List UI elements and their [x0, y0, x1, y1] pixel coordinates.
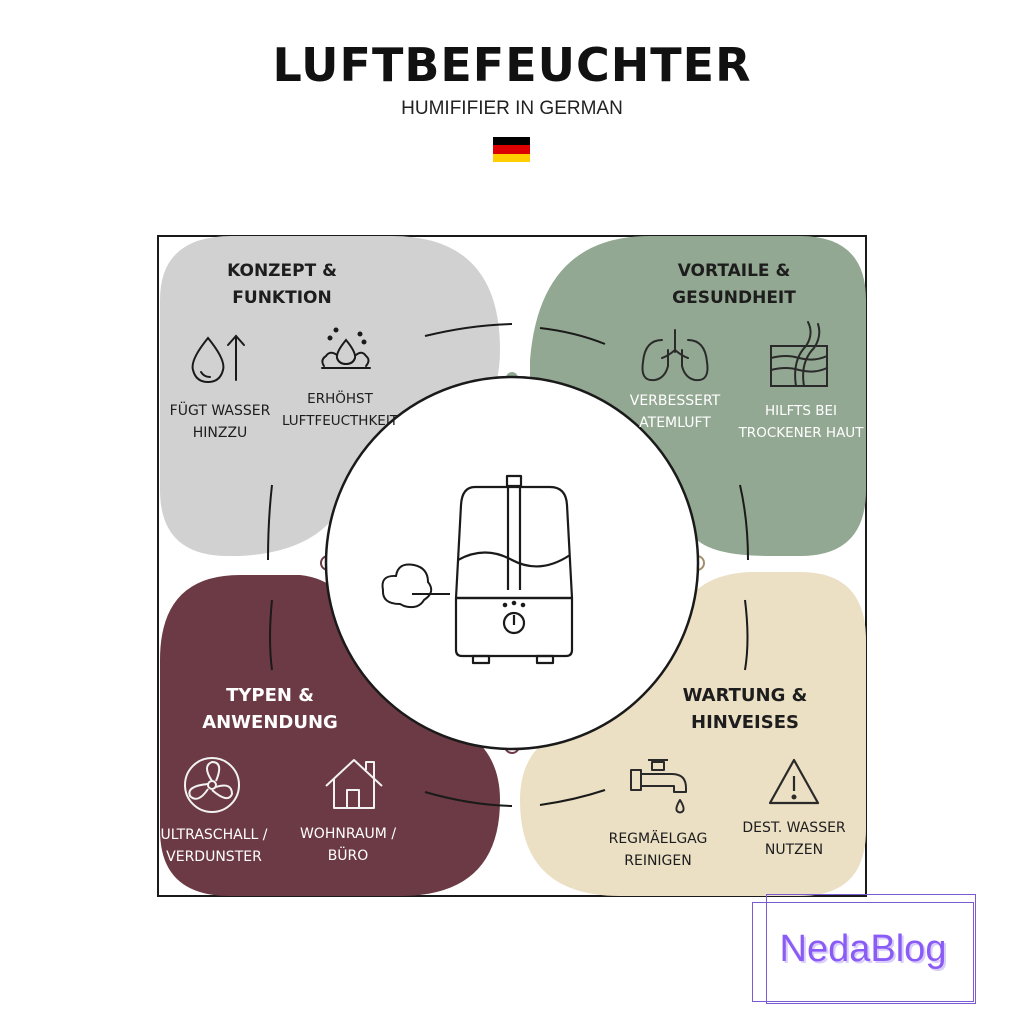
konzept-title: KONZEPT &FUNKTION — [227, 261, 337, 308]
warning-icon — [768, 758, 820, 805]
flag-stripe-black — [493, 137, 530, 146]
typen-title: TYPEN &ANWENDUNG — [202, 685, 338, 733]
lungs-icon — [641, 329, 709, 382]
quadrant-wartung-blob — [520, 572, 866, 896]
drop-steam-icon — [321, 327, 371, 369]
flag-stripe-red — [493, 145, 530, 154]
wartung-title: WARTUNG &HINVEISES — [682, 685, 808, 733]
house-icon — [325, 759, 383, 809]
center-circle — [324, 375, 700, 751]
faucet-icon — [630, 759, 687, 814]
typen-item-2-label: WOHNRAUM / BÜRO — [299, 826, 397, 864]
fan-icon — [184, 757, 240, 813]
typen-item-1-label: ULTRASCHALL /VERDUNSTER — [160, 827, 268, 865]
cloud-mist-icon — [381, 563, 450, 609]
water-drop-arrow-icon — [191, 334, 245, 384]
page-title: LUFTBEFEUCHTER — [272, 38, 752, 92]
quadrant-konzept-blob — [160, 236, 500, 556]
vorteile-title: VORTAILE &GESUNDHEIT — [672, 261, 796, 308]
quadrant-vorteile-blob — [530, 236, 866, 556]
outer-frame — [157, 235, 867, 897]
skin-layers-icon — [770, 321, 828, 387]
flag-stripe-gold — [493, 153, 530, 162]
german-flag-icon — [493, 137, 530, 162]
watermark-frame-back — [766, 894, 976, 1004]
watermark-frame — [752, 902, 974, 1002]
outer-ring — [267, 323, 749, 807]
watermark-logo: NedaBlog — [779, 928, 947, 970]
quadrant-typen-blob — [160, 575, 500, 896]
page-subtitle: HUMIFIFIER IN GERMAN — [401, 98, 623, 119]
humidifier-icon — [454, 474, 574, 665]
